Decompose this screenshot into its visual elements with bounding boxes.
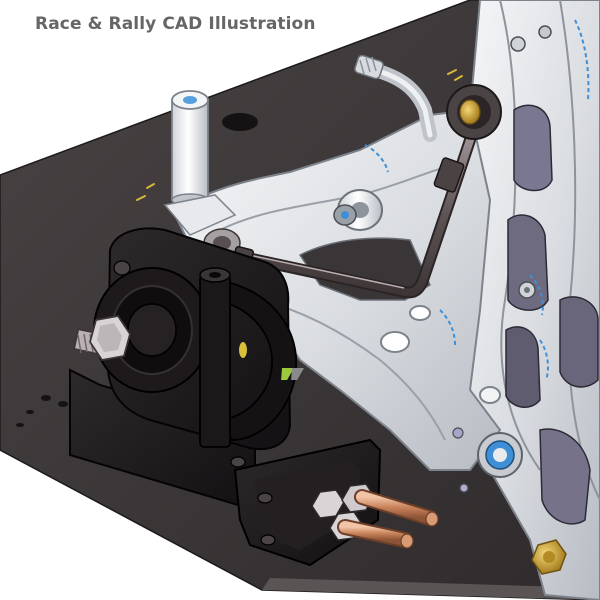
rr-logo-mark (281, 368, 304, 380)
tie-rod (203, 84, 502, 299)
lower-wishbone-arm (173, 108, 523, 493)
front-clamp-block (233, 438, 439, 567)
pivot-fixture-block (69, 227, 304, 512)
white-support-post (163, 90, 237, 236)
hose-fitting (354, 54, 437, 142)
illustration-caption: Race & Rally CAD Illustration (35, 14, 316, 34)
gold-fastener (531, 539, 567, 575)
copper-pins (337, 489, 439, 549)
adjuster-bolt-nut (73, 315, 131, 361)
